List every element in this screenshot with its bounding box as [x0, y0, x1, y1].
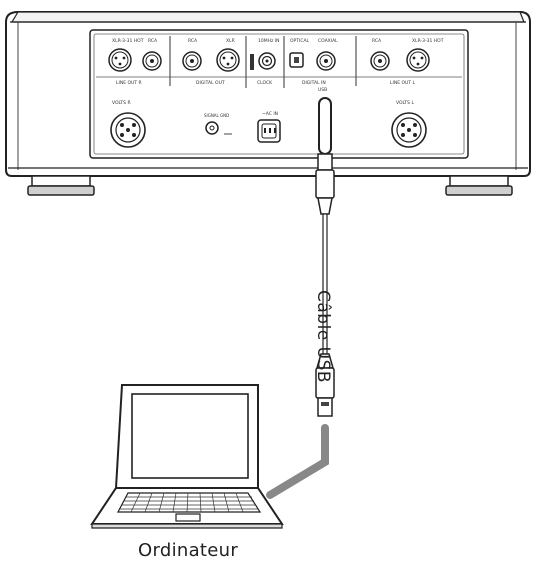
label-rca-right: RCA — [372, 38, 382, 44]
rca-connector-left — [142, 51, 162, 71]
label-xlr-right: XLR-3-31 HOT — [412, 38, 444, 44]
usb-b-plug — [317, 153, 333, 171]
power-connector-right — [391, 112, 427, 148]
label-xlr-left: XLR-3-31 HOT — [112, 38, 144, 44]
label-signal-gnd: SIGNAL GND — [204, 113, 229, 118]
label-volts-r: VOLTS R — [112, 100, 131, 106]
label-coaxial: COAXIAL — [318, 38, 338, 44]
laptop-touchpad — [175, 513, 201, 522]
label-optical: OPTICAL — [290, 38, 310, 44]
group-line-out-r: LINE OUT R — [116, 80, 142, 86]
xlr-connector-left — [108, 48, 132, 72]
label-ac-in: ~AC IN — [262, 111, 278, 117]
label-volts-l: VOLTS L — [396, 100, 414, 106]
group-digital-in: DIGITAL IN — [302, 80, 326, 86]
coaxial-input — [316, 51, 336, 71]
usb-port — [318, 97, 332, 155]
clock-in-connector — [258, 52, 276, 70]
label-digital-rca: RCA — [188, 38, 198, 44]
output-switch — [250, 54, 254, 70]
rca-connector-right — [370, 51, 390, 71]
group-digital-out: DIGITAL OUT — [196, 80, 225, 86]
usb-cable-label: Câble USB — [313, 290, 333, 384]
label-clock-in: 10MHz IN — [258, 38, 279, 44]
ground-terminal — [205, 121, 232, 135]
optical-input — [289, 52, 304, 68]
laptop — [90, 384, 284, 529]
laptop-keyboard — [117, 492, 262, 513]
usb-cable — [266, 97, 335, 499]
label-rca-left: RCA — [148, 38, 158, 44]
right-foot — [445, 175, 513, 196]
xlr-connector-right — [406, 48, 430, 72]
ac-inlet — [257, 119, 281, 143]
audio-device: XLR-3-31 HOT RCA RCA XLR 10MHz IN OPTICA… — [5, 11, 531, 196]
power-connector-left — [110, 112, 146, 148]
group-clock: CLOCK — [257, 80, 273, 86]
label-usb: USB — [318, 87, 327, 93]
label-digital-xlr: XLR — [226, 38, 235, 44]
left-foot — [27, 175, 95, 196]
digital-out-rca — [182, 51, 202, 71]
digital-out-xlr — [216, 48, 240, 72]
group-line-out-l: LINE OUT L — [390, 80, 415, 86]
computer-label: Ordinateur — [138, 540, 239, 561]
